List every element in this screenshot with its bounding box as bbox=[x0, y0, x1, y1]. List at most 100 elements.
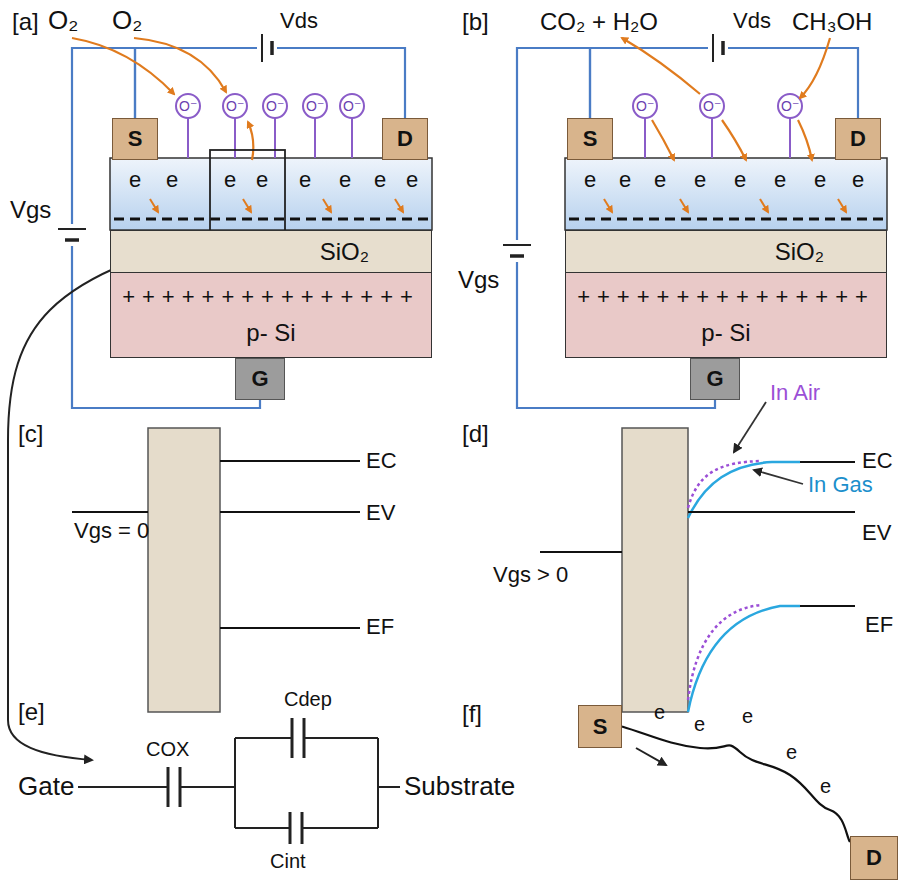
annotation-label: e bbox=[694, 713, 705, 736]
annotation-label: CH₃OH bbox=[792, 8, 872, 36]
annotation-label: e bbox=[820, 775, 831, 798]
annotation-label: O⁻ bbox=[703, 98, 721, 114]
annotation-label: O⁻ bbox=[226, 98, 244, 114]
annotation-label: e bbox=[224, 167, 236, 192]
annotation-label: Vgs bbox=[10, 196, 51, 224]
annotation-label: O⁻ bbox=[343, 98, 361, 114]
node-text: D bbox=[850, 126, 866, 151]
electron-path bbox=[622, 727, 850, 843]
adsorbed-oxygen bbox=[176, 94, 802, 158]
annotation-label: EC bbox=[862, 448, 893, 473]
dashed-line bbox=[114, 218, 428, 221]
annotation-label: COX bbox=[146, 738, 189, 761]
battery-symbol bbox=[257, 32, 277, 64]
annotation-label: e bbox=[256, 167, 268, 192]
battery-symbol bbox=[708, 32, 728, 64]
annotation-label: Vds bbox=[280, 8, 318, 33]
annotation-label: e bbox=[694, 167, 706, 192]
annotation-label: e bbox=[814, 167, 826, 192]
node-text: SiO₂ bbox=[775, 238, 824, 266]
oxide-block bbox=[148, 428, 220, 712]
electrode-box: D bbox=[850, 836, 898, 880]
annotation-label: Cint bbox=[270, 850, 306, 873]
oxide-band: SiO₂ bbox=[565, 230, 887, 274]
annotation-label: Vgs = 0 bbox=[74, 518, 149, 543]
battery-symbol bbox=[501, 240, 533, 262]
substrate-band: +++++++++++++++p- Si bbox=[110, 272, 432, 358]
annotation-label: EF bbox=[366, 614, 394, 639]
panel-label: [a] bbox=[12, 8, 39, 36]
panel-label: [e] bbox=[18, 698, 45, 726]
annotation-label: e bbox=[129, 167, 141, 192]
channel-layer bbox=[110, 158, 432, 230]
battery-symbol bbox=[56, 224, 88, 246]
annotation-label: e bbox=[299, 167, 311, 192]
charge-row: +++++++++++++++ bbox=[122, 284, 420, 309]
annotation-label: e bbox=[734, 167, 746, 192]
annotation-label: O⁻ bbox=[266, 98, 284, 114]
electrode-box: S bbox=[578, 705, 622, 748]
annotation-label: e bbox=[406, 167, 418, 192]
flow-arrow bbox=[636, 748, 666, 765]
annotation-label: EC bbox=[366, 448, 397, 473]
node-text: G bbox=[706, 366, 723, 391]
electrode-box: S bbox=[567, 118, 613, 160]
annotation-label: In Gas bbox=[808, 472, 873, 497]
node-text: S bbox=[583, 126, 598, 151]
annotation-label: O₂ bbox=[48, 6, 78, 36]
panel-label: [c] bbox=[18, 420, 43, 448]
panel-label: [b] bbox=[462, 8, 489, 36]
annotation-label: e bbox=[339, 167, 351, 192]
annotation-label: EF bbox=[865, 612, 893, 637]
annotation-label: e bbox=[786, 741, 797, 764]
annotation-label: O⁻ bbox=[306, 98, 324, 114]
zoom-frame bbox=[210, 150, 285, 234]
dashed-line bbox=[569, 218, 883, 221]
electron-arrows bbox=[150, 199, 846, 212]
annotation-label: Cdep bbox=[284, 688, 332, 711]
annotation-label: In Air bbox=[770, 380, 820, 405]
band-lines bbox=[72, 461, 360, 628]
annotation-label: Gate bbox=[18, 772, 74, 802]
channel-layer bbox=[565, 158, 887, 230]
annotation-label: O₂ bbox=[112, 6, 142, 36]
node-text: p- Si bbox=[701, 319, 750, 347]
electrode-box: S bbox=[112, 118, 158, 160]
node-text: S bbox=[128, 126, 143, 151]
charge-row: +++++++++++++++ bbox=[577, 284, 875, 309]
gate-electrode: G bbox=[690, 358, 740, 400]
electrode-box: D bbox=[382, 118, 428, 160]
annotation-label: e bbox=[654, 701, 665, 724]
node-text: S bbox=[593, 714, 608, 739]
panel-label: [f] bbox=[462, 700, 482, 728]
gate-electrode: G bbox=[235, 358, 285, 400]
annotation-label: EV bbox=[366, 500, 395, 525]
oxide-band: SiO₂ bbox=[110, 230, 432, 274]
annotation-label: e bbox=[852, 167, 864, 192]
annotation-label: EV bbox=[862, 520, 891, 545]
annotation-label: Vgs bbox=[458, 266, 499, 294]
annotation-label: e bbox=[774, 167, 786, 192]
substrate-band: +++++++++++++++ p- Si bbox=[565, 272, 887, 358]
annotation-label: e bbox=[742, 705, 753, 728]
node-text: D bbox=[397, 126, 413, 151]
annotation-label: e bbox=[654, 167, 666, 192]
node-text: G bbox=[251, 366, 268, 391]
annotation-label: Vgs > 0 bbox=[493, 562, 568, 587]
node-text: D bbox=[866, 845, 882, 870]
oxide-block bbox=[622, 428, 688, 712]
band-bending bbox=[540, 402, 855, 712]
annotation-label: O⁻ bbox=[781, 98, 799, 114]
annotation-label: e bbox=[619, 167, 631, 192]
node-text: SiO₂ bbox=[320, 238, 369, 266]
annotation-label: Vds bbox=[733, 8, 771, 33]
capacitor-circuit bbox=[78, 718, 400, 844]
annotation-label: O⁻ bbox=[179, 98, 197, 114]
annotation-label: e bbox=[584, 167, 596, 192]
annotation-label: O⁻ bbox=[636, 98, 654, 114]
electrode-box: D bbox=[835, 118, 881, 160]
annotation-label: e bbox=[374, 167, 386, 192]
panel-label: [d] bbox=[462, 420, 489, 448]
annotation-label: Substrate bbox=[404, 772, 515, 802]
